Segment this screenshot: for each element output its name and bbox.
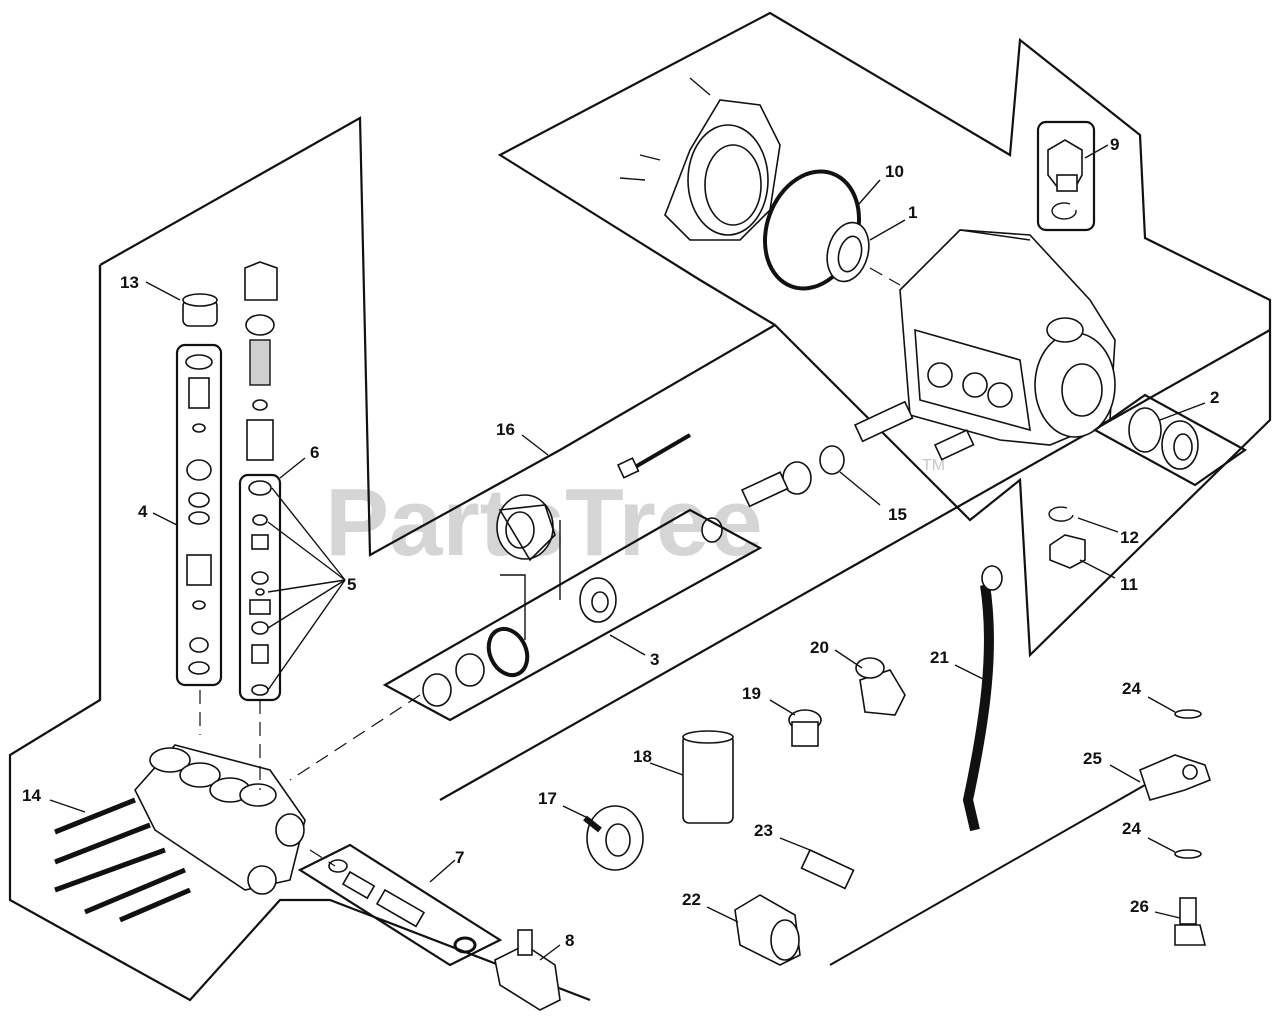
callout-16: 16 [496,420,515,439]
callout-7: 7 [455,848,464,867]
callout-10: 10 [885,162,904,181]
plug-13 [182,293,218,327]
align-line-3 [289,694,421,781]
callout-21: 21 [930,648,949,667]
part-7-box [297,843,503,967]
elbow-20 [855,657,906,716]
bolts-14 [54,797,191,923]
watermark-trademark: TM [922,457,945,474]
callout-13: 13 [120,273,139,292]
callout-11: 11 [1120,575,1138,594]
part-4-column [175,343,223,687]
align-line-1 [869,267,901,286]
fitting-11 [1049,534,1086,569]
manifold-body [134,744,306,895]
part-2-box [1092,393,1248,487]
hose-21 [962,565,1003,832]
callout-1: 1 [908,203,917,222]
accessory-group-outline [439,329,1271,801]
part-6-column [238,473,282,702]
callout-19: 19 [742,684,761,703]
callout-25: 25 [1083,749,1102,768]
callout-12: 12 [1120,528,1139,547]
leader-lines [49,144,1206,961]
callout-15: 15 [888,505,907,524]
dipstick-25 [829,754,1211,966]
callout-20: 20 [810,638,829,657]
callout-22: 22 [682,890,701,909]
bolt-26 [1174,897,1207,946]
valve-stack-6 [244,261,278,461]
manifold-group-outline [99,116,776,557]
pump-housing-group-outline [497,11,1272,658]
callout-14: 14 [22,786,41,805]
seal-ring-1 [826,221,870,283]
callout-4: 4 [138,502,148,521]
flange-plate [619,77,781,241]
part-9-box [1036,120,1096,232]
pump-housing [899,229,1116,446]
align-line-7 [309,849,336,867]
quick-coupler-22 [734,894,801,966]
callout-6: 6 [310,443,319,462]
callout-8: 8 [565,931,574,950]
callout-23: 23 [754,821,773,840]
fitting-8 [494,929,561,1011]
washer-24a [1174,709,1202,719]
callout-26: 26 [1130,897,1149,916]
bolt-16 [616,433,692,479]
packing-cylinder [496,494,556,562]
lower-group-outline [8,265,591,1002]
plunger-set [701,400,975,543]
callout-3: 3 [650,650,659,669]
washer-24b [1174,849,1202,859]
connector-17 [583,805,644,871]
callout-24a: 24 [1122,679,1141,698]
part-3-box [382,494,763,722]
snap-ring-12 [1048,506,1074,522]
callout-2: 2 [1210,388,1219,407]
callout-18: 18 [633,747,652,766]
callout-9: 9 [1110,135,1119,154]
nipple-23 [800,848,855,890]
callout-17: 17 [538,789,557,808]
filter-18 [682,730,734,824]
callout-5: 5 [347,575,356,594]
plug-19 [788,709,822,747]
callout-24b: 24 [1122,819,1141,838]
